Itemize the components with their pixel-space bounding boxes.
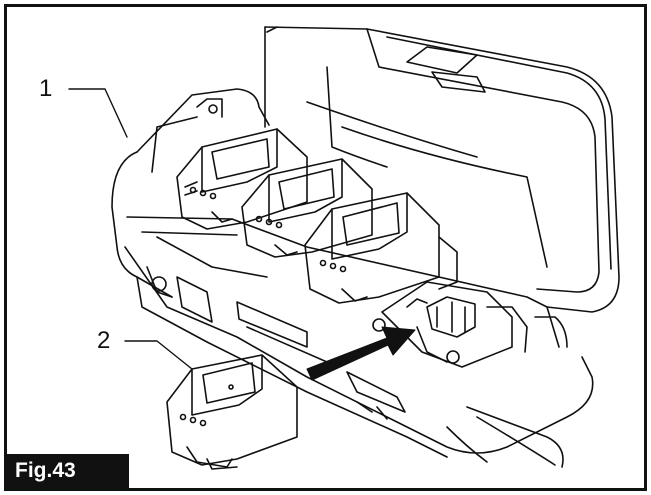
callout-number-1: 1 [39,75,53,102]
figure-caption: Fig.43 [7,454,129,488]
case-lid [264,26,620,313]
case-base [111,88,594,468]
callout-number-2: 2 [97,327,111,354]
empty-slot-terminal [372,281,528,368]
battery-slot-middle [241,158,373,258]
case-illustration [68,26,620,470]
battery-slot-left [176,128,308,230]
leader-lines [68,88,193,370]
insertion-arrow [306,326,416,381]
figure-frame: 1 2 Fig.43 [4,4,647,491]
battery-pack-loose [166,354,298,470]
